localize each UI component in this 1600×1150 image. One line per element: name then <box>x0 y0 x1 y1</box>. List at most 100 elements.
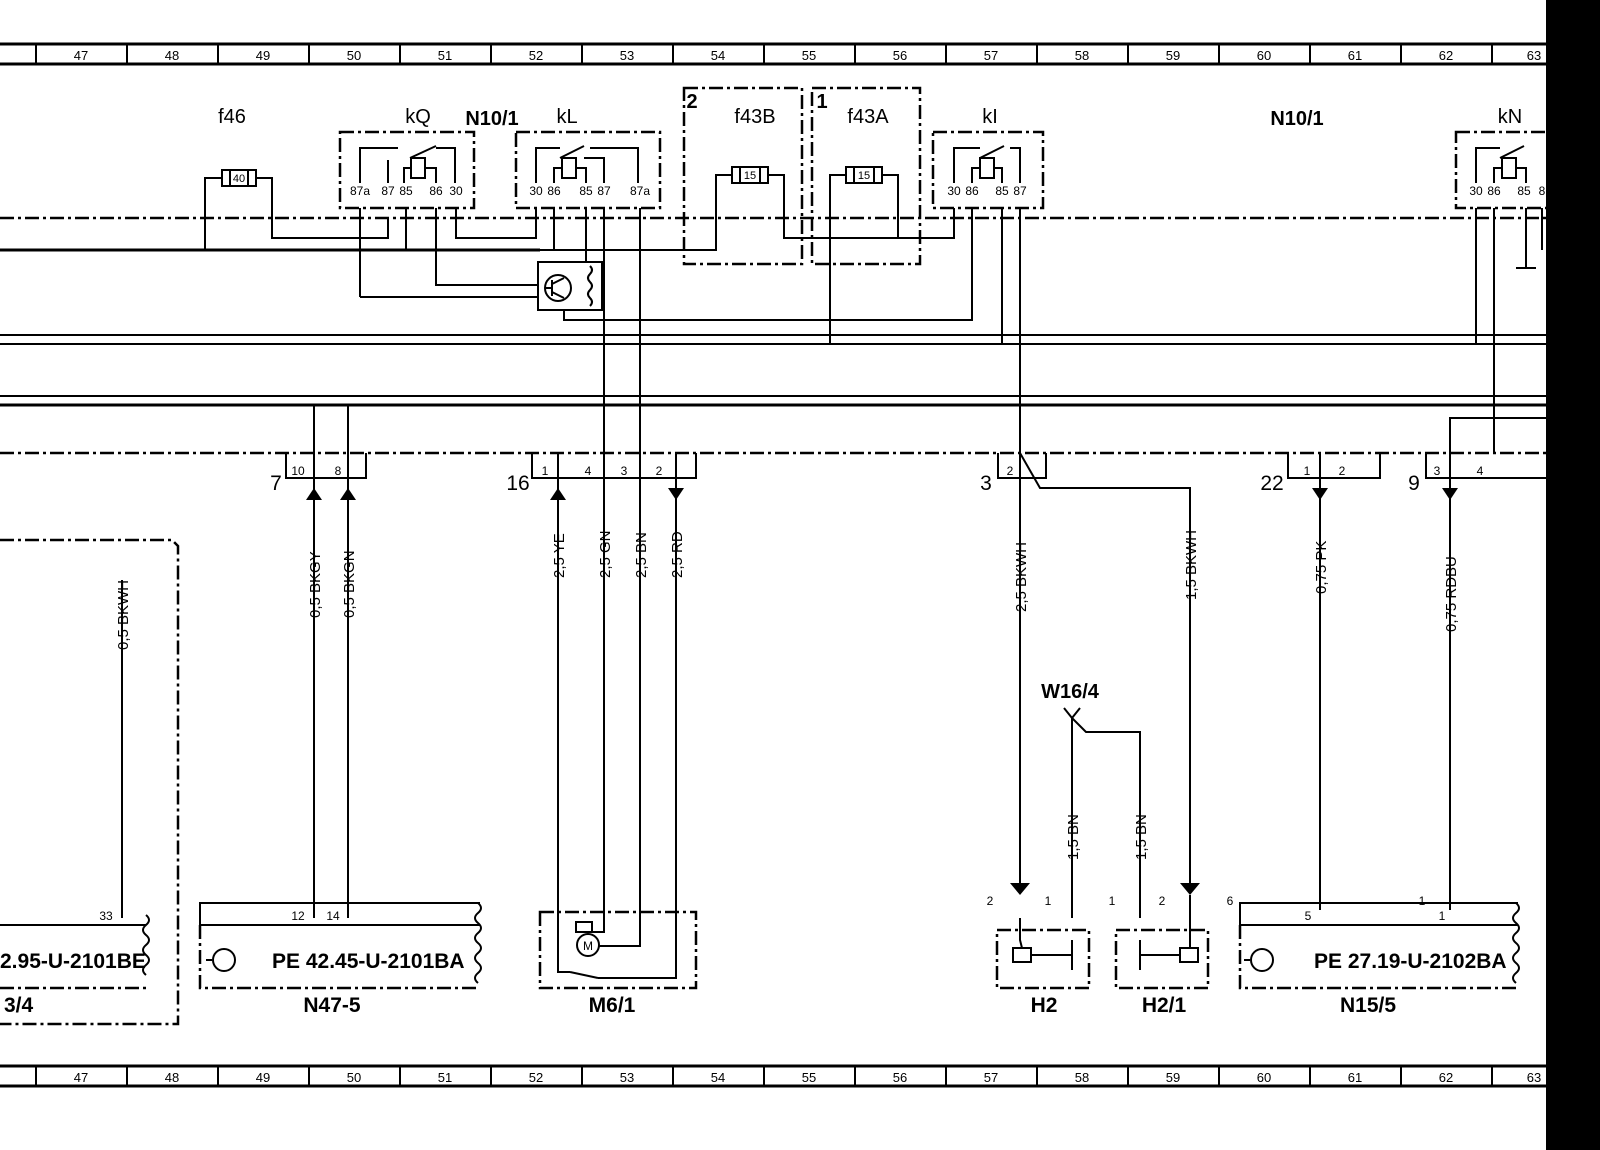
wire-label-bkgn: 0,5 BKGN <box>341 550 358 618</box>
connector-7-pin: 8 <box>335 464 342 478</box>
wire-label-pk: 0,75 PK <box>1313 541 1330 594</box>
kq-pin: 87 <box>381 184 395 198</box>
n15-pin-6: 6 <box>1227 894 1234 908</box>
kl-relay <box>514 130 662 210</box>
group-2-label: 2 <box>686 91 697 113</box>
kl-label: kL <box>556 106 577 128</box>
kn-pin: 30 <box>1469 184 1483 198</box>
grid-col-48: 48 <box>165 48 179 63</box>
grid-col-61: 61 <box>1348 48 1362 63</box>
grid-col-49: 49 <box>256 48 270 63</box>
wire-label-bn-2: 1,5 BN <box>1133 814 1150 860</box>
f46-rating: 40 <box>233 173 245 185</box>
f43a-rating: 15 <box>858 170 870 182</box>
h2-1-pin-2: 2 <box>1159 894 1166 908</box>
grid-col-50: 50 <box>347 48 361 63</box>
kl-pins: 30 86 85 87 87a <box>529 184 650 198</box>
n47-pin-12: 12 <box>291 909 305 923</box>
ki-pin: 86 <box>965 184 979 198</box>
h2-1-box <box>1114 928 1210 990</box>
grid-col-60: 60 <box>1257 48 1271 63</box>
grid-col-52: 52 <box>529 1070 543 1085</box>
grid-col-47: 47 <box>74 1070 88 1085</box>
connector-22-pin: 1 <box>1304 464 1311 478</box>
left-component-label: 3/4 <box>4 994 34 1017</box>
right-pin-1: 1 <box>1419 894 1426 908</box>
connector-9-pin: 3 <box>1434 464 1441 478</box>
arrow-icon <box>1180 883 1200 895</box>
wire-label-rdbu: 0,75 RDBU <box>1443 556 1460 632</box>
connector-16-pin: 2 <box>656 464 663 478</box>
group-1-boundary <box>810 86 922 266</box>
connector-7-pin: 10 <box>291 464 305 478</box>
m6-1-label: M6/1 <box>589 994 636 1017</box>
grid-col-60: 60 <box>1257 1070 1271 1085</box>
n47-5-label: N47-5 <box>303 994 361 1017</box>
kn-relay-symbol <box>1475 145 1527 183</box>
kn-relay <box>1454 130 1550 210</box>
connector-3-pin: 2 <box>1007 464 1014 478</box>
grid-col-49: 49 <box>256 1070 270 1085</box>
sensor-icon <box>1244 948 1274 972</box>
wire <box>271 218 389 239</box>
grid-col-53: 53 <box>620 1070 634 1085</box>
kl-pin: 30 <box>529 184 543 198</box>
ki-relay <box>931 130 1045 210</box>
n15-5-module <box>1238 902 1520 990</box>
left-pe-ref: 2.95-U-2101BE <box>0 950 146 973</box>
wire-label-bkgy: 0,5 BKGY <box>307 551 324 618</box>
kl-pin: 85 <box>579 184 593 198</box>
h2-symbol <box>1012 918 1073 970</box>
grid-col-59: 59 <box>1166 48 1180 63</box>
bottom-grid-ruler: 47 48 49 50 51 52 53 54 55 56 57 58 59 6… <box>0 1064 1546 1088</box>
ki-pins: 30 86 85 87 <box>947 184 1027 198</box>
ki-pin: 87 <box>1013 184 1027 198</box>
f43a-fuse <box>829 166 899 218</box>
grid-col-62: 62 <box>1439 1070 1453 1085</box>
connector-9-id: 9 <box>1408 472 1420 495</box>
motor-symbol: M <box>583 939 593 953</box>
kn-pin: 86 <box>1487 184 1501 198</box>
grid-col-61: 61 <box>1348 1070 1362 1085</box>
grid-col-59: 59 <box>1166 1070 1180 1085</box>
kn-pins: 30 86 85 8 <box>1469 184 1545 198</box>
grid-col-62: 62 <box>1439 48 1453 63</box>
connector-22-id: 22 <box>1260 472 1283 495</box>
connector-7 <box>285 405 367 500</box>
grid-col-54: 54 <box>711 48 725 63</box>
grid-col-54: 54 <box>711 1070 725 1085</box>
n47-5-module <box>198 902 482 990</box>
kq-pins: 87a 87 85 86 30 <box>350 184 463 198</box>
grid-col-58: 58 <box>1075 48 1089 63</box>
ki-pin: 30 <box>947 184 961 198</box>
connector-9-pin: 4 <box>1477 464 1484 478</box>
arrow-icon <box>1010 883 1030 895</box>
connector-16-pin: 4 <box>585 464 592 478</box>
wire-label-gn: 2,5 GN <box>597 530 614 578</box>
wire-label-rd: 2,5 RD <box>669 531 686 578</box>
h2-label: H2 <box>1031 994 1058 1017</box>
grid-col-51: 51 <box>438 1070 452 1085</box>
w16-4-label: W16/4 <box>1041 681 1100 703</box>
connector-16-pin: 3 <box>621 464 628 478</box>
connector-7-id: 7 <box>270 472 282 495</box>
grid-col-47: 47 <box>74 48 88 63</box>
kq-pin: 87a <box>350 184 370 198</box>
kq-pin: 85 <box>399 184 413 198</box>
f43b-label: f43B <box>734 106 775 128</box>
grid-col-50: 50 <box>347 1070 361 1085</box>
grid-col-63: 63 <box>1527 1070 1541 1085</box>
grid-col-51: 51 <box>438 48 452 63</box>
wire-label-ye: 2,5 YE <box>551 533 568 578</box>
f46-label: f46 <box>218 106 246 128</box>
connector-9 <box>1425 417 1546 910</box>
kl-pin: 87a <box>630 184 650 198</box>
grid-col-57: 57 <box>984 48 998 63</box>
grid-col-55: 55 <box>802 1070 816 1085</box>
kl-pin: 86 <box>547 184 561 198</box>
kn-pin: 8 <box>1539 184 1546 198</box>
h2-1-label: H2/1 <box>1142 994 1187 1017</box>
kq-pin: 86 <box>429 184 443 198</box>
w16-4-ground-symbol <box>1063 707 1081 720</box>
